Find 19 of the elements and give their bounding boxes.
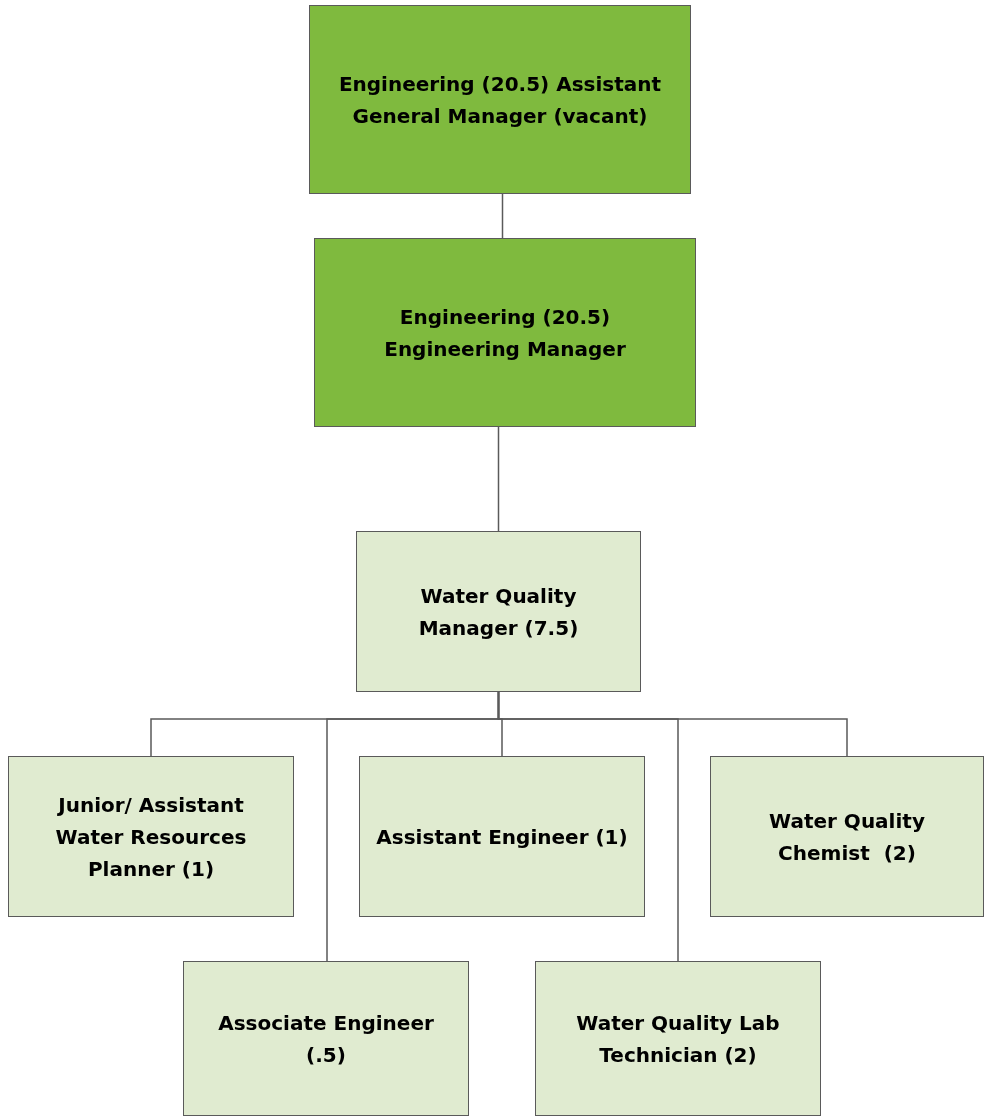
org-chart-box: [535, 961, 821, 1116]
position-title: Water Quality Lab Technician (2): [575, 1009, 781, 1069]
connector-line: [497, 426, 500, 532]
position-title: Engineering (20.5) Assistant General Manager (vacant): [337, 70, 663, 130]
position-title: Water Quality Manager (7.5): [417, 582, 580, 642]
org-chart-box: [359, 756, 645, 917]
org-chart-box: [710, 756, 984, 917]
position-title: Water Quality Chemist (2): [768, 807, 926, 867]
org-chart-box: [314, 238, 696, 427]
org-chart-box: [8, 756, 294, 917]
position-title: Associate Engineer (.5): [217, 1009, 435, 1069]
connector-line: [497, 691, 848, 757]
org-chart-box: [309, 5, 691, 194]
position-title: Assistant Engineer (1): [376, 823, 628, 851]
org-chart-box: [183, 961, 469, 1116]
org-chart-box: [356, 531, 641, 692]
position-title: Junior/ Assistant Water Resources Planner (1): [54, 791, 248, 883]
position-title: Engineering (20.5) Engineering Manager: [383, 303, 627, 363]
connector-line: [501, 193, 504, 239]
